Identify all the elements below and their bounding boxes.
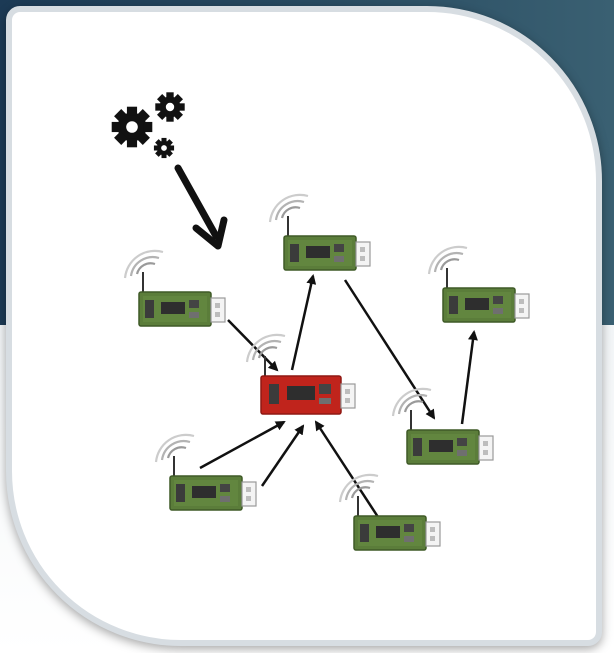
edge-n1-n4 xyxy=(345,280,434,418)
edge-n5-hub-b xyxy=(262,426,303,486)
edge-n5-hub-a xyxy=(200,422,284,468)
sensor-node-n6 xyxy=(340,475,440,550)
sensor-node-n4 xyxy=(393,389,493,464)
sensor-node-n3 xyxy=(429,247,529,322)
edge-hub-n1 xyxy=(292,276,313,370)
edge-n6-hub xyxy=(316,422,378,517)
sensor-node-n2 xyxy=(125,251,225,326)
edge-n4-n3 xyxy=(462,332,474,424)
hub-node xyxy=(247,335,355,414)
gears-icon xyxy=(103,86,190,162)
sensor-node-n1 xyxy=(270,195,370,270)
edge-n2-hub xyxy=(228,320,277,370)
